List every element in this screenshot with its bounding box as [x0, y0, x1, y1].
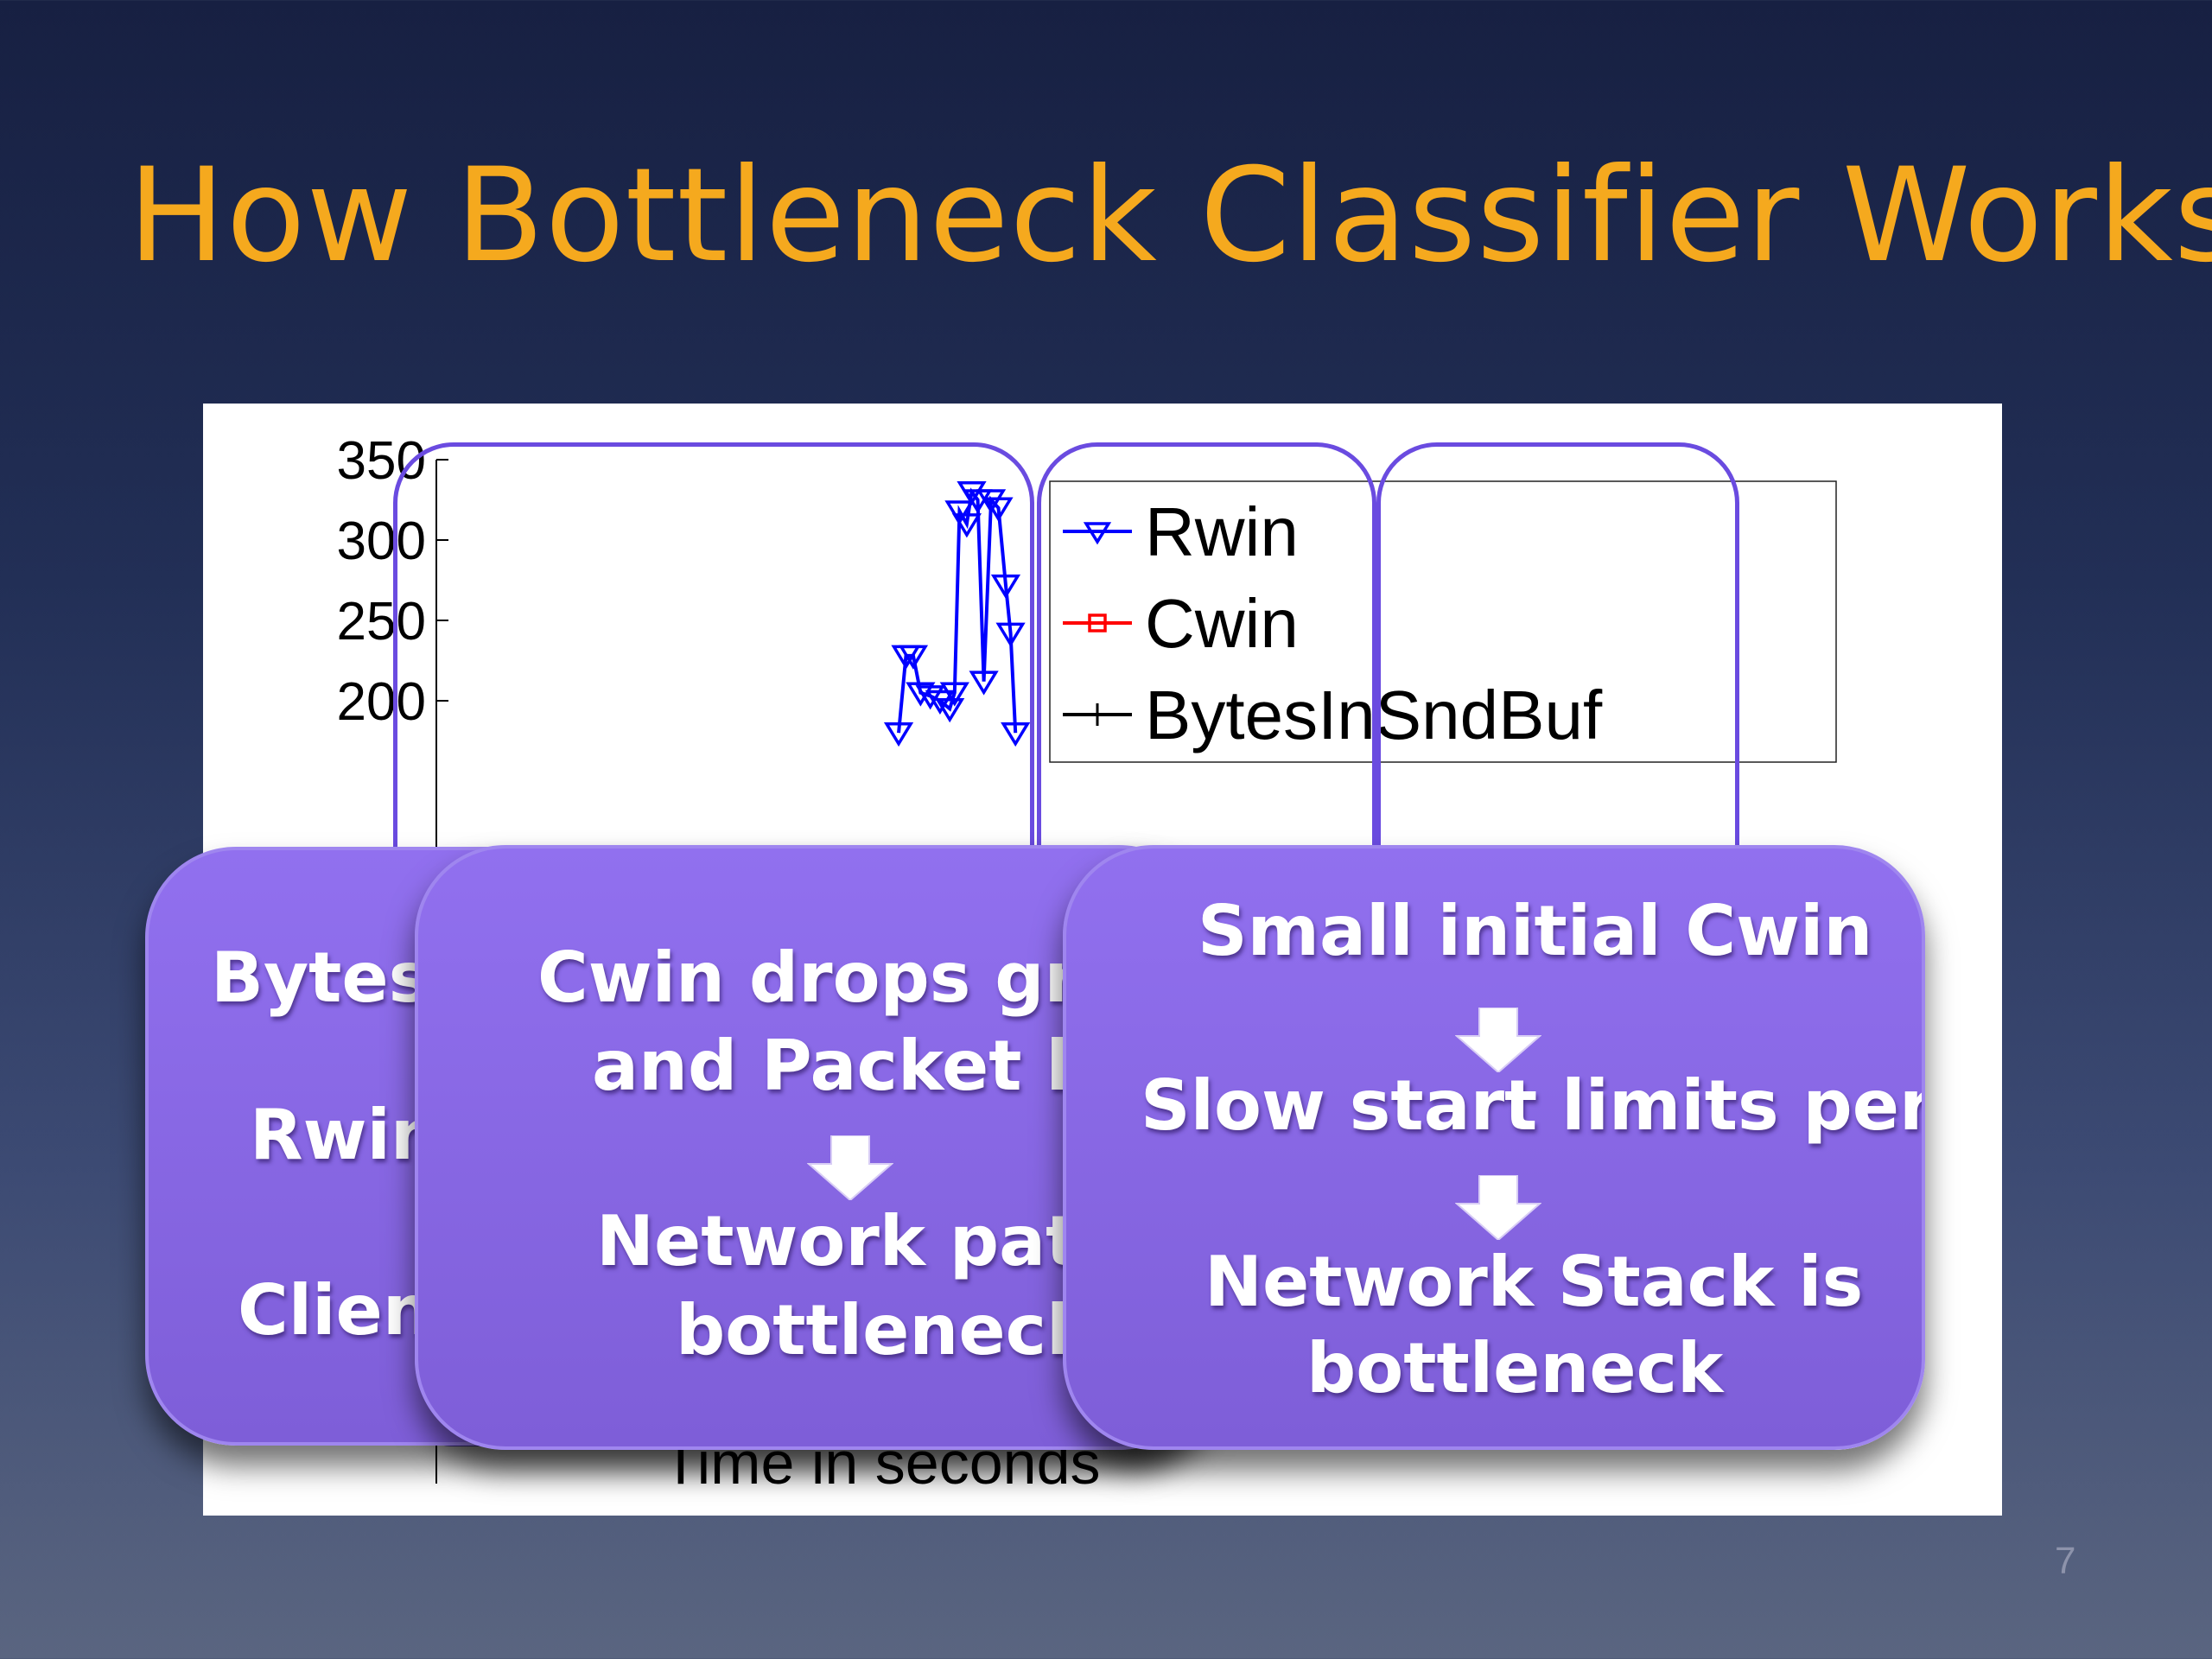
- data-point: [915, 685, 945, 710]
- y-tick-label: 200: [337, 672, 426, 732]
- data-point: [944, 500, 975, 525]
- data-point: [951, 513, 982, 538]
- callout-right-line-4: bottleneck: [1306, 1328, 1724, 1408]
- data-point: [935, 698, 965, 723]
- data-point: [939, 682, 969, 707]
- legend-label: Rwin: [1145, 493, 1299, 570]
- data-point: [906, 682, 936, 707]
- data-point: [1001, 721, 1031, 747]
- callout-right-line-3: Network Stack is: [1205, 1242, 1864, 1322]
- data-point: [925, 690, 956, 715]
- legend-label: Cwin: [1145, 585, 1299, 662]
- callout-middle-line-4: bottleneck: [676, 1290, 1093, 1370]
- data-point: [883, 721, 914, 747]
- y-tick-label: 250: [337, 592, 426, 652]
- arrow-down-icon: [807, 1135, 893, 1200]
- slide-title: How Bottleneck Classifier Works: [128, 141, 2212, 291]
- data-point: [990, 574, 1021, 600]
- callout-middle-line-3: Network path: [596, 1201, 1128, 1281]
- triangle-marker-icon: [1083, 522, 1112, 545]
- callout-network-stack: Small initial Cwin Slow start limits per…: [1063, 845, 1925, 1450]
- callout-middle-line-1: Cwin drops gre: [537, 938, 1126, 1018]
- callout-middle-line-2: and Packet lo: [592, 1026, 1117, 1106]
- callout-left-line-2: Rwin: [250, 1095, 440, 1175]
- legend-box: [1049, 480, 1837, 763]
- data-point: [969, 671, 999, 696]
- data-point: [898, 645, 929, 670]
- y-axis: 350 300 250 200: [337, 431, 448, 1484]
- legend-label: BytesInSndBuf: [1145, 677, 1603, 753]
- data-point: [995, 622, 1026, 647]
- callout-right-line-2: Slow start limits perf.: [1141, 1065, 1925, 1146]
- callout-left-line-3: Clien: [238, 1270, 432, 1351]
- callout-right-line-1: Small initial Cwin: [1198, 891, 1873, 971]
- callout-left-line-1: BytesI: [211, 938, 456, 1018]
- y-tick-label: 350: [337, 431, 426, 491]
- page-number: 7: [2055, 1540, 2076, 1582]
- arrow-down-icon: [1455, 1175, 1541, 1240]
- square-marker-icon: [1088, 613, 1107, 632]
- arrow-down-icon: [1455, 1007, 1541, 1072]
- data-point: [976, 489, 1007, 514]
- data-point: [983, 497, 1014, 522]
- y-tick-label: 300: [337, 512, 426, 571]
